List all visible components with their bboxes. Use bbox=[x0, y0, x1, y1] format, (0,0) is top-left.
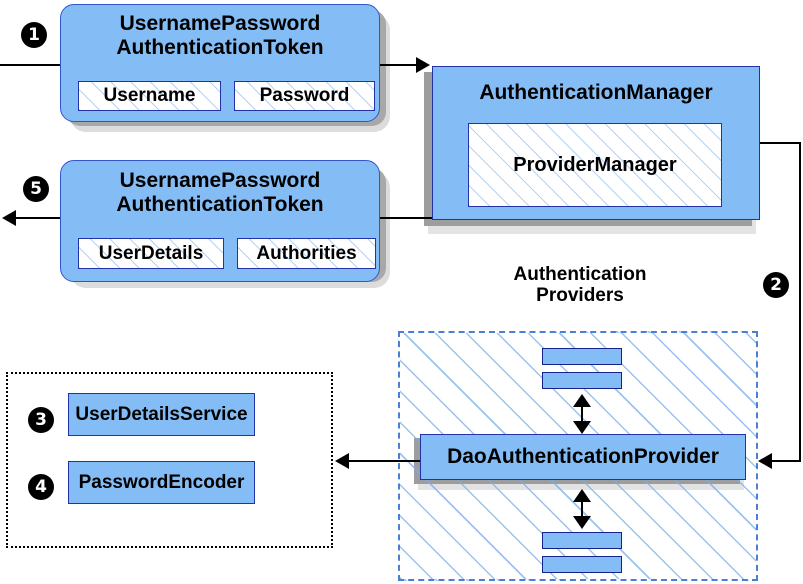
arrow-token-to-manager bbox=[416, 57, 430, 73]
userdetails-service-box[interactable]: UserDetailsService bbox=[68, 393, 255, 436]
response-token-field-authorities[interactable]: Authorities bbox=[237, 238, 376, 269]
connector-request-in bbox=[0, 64, 64, 66]
authentication-providers-title-line2: Providers bbox=[536, 285, 624, 307]
step-badge-2: 2 bbox=[763, 272, 789, 298]
response-token-title-line1: UsernamePassword bbox=[119, 169, 321, 192]
arrow-dao-to-support-services bbox=[335, 453, 349, 469]
provider-manager-label: ProviderManager bbox=[513, 153, 677, 176]
connector-manager-down bbox=[799, 142, 801, 461]
connector-dao-to-support-services bbox=[349, 460, 420, 462]
arrow-down-to-other-providers-bottom bbox=[573, 516, 591, 529]
other-provider-bar-bottom-1[interactable] bbox=[542, 532, 622, 549]
step-badge-4: 4 bbox=[28, 474, 54, 500]
response-token-field-authorities-label: Authorities bbox=[256, 242, 357, 264]
connector-manager-right-stub bbox=[760, 142, 801, 144]
other-provider-bar-bottom-2[interactable] bbox=[542, 556, 622, 573]
step-badge-3: 3 bbox=[28, 407, 54, 433]
password-encoder-label: PasswordEncoder bbox=[78, 471, 245, 493]
step-badge-1: 1 bbox=[21, 22, 47, 48]
connector-token-to-manager bbox=[380, 64, 419, 66]
dao-authentication-provider-box[interactable]: DaoAuthenticationProvider bbox=[420, 434, 746, 480]
authentication-manager-title: AuthenticationManager bbox=[479, 81, 713, 104]
connector-dao-to-providers-bottom bbox=[581, 496, 583, 521]
userdetails-service-label: UserDetailsService bbox=[75, 403, 248, 425]
other-provider-bar-top-1[interactable] bbox=[542, 348, 622, 365]
arrow-into-dao-provider bbox=[758, 453, 772, 469]
password-encoder-box[interactable]: PasswordEncoder bbox=[68, 461, 255, 504]
connector-into-dao-provider bbox=[770, 460, 801, 462]
request-token-field-username-label: Username bbox=[103, 85, 196, 106]
response-token-field-userdetails-label: UserDetails bbox=[98, 242, 204, 264]
other-provider-bar-top-2[interactable] bbox=[542, 372, 622, 389]
connector-manager-to-response-token bbox=[380, 217, 434, 219]
request-token-title-line2: AuthenticationToken bbox=[116, 35, 324, 59]
arrow-response-out bbox=[2, 210, 16, 226]
provider-manager-box[interactable]: ProviderManager bbox=[468, 123, 722, 207]
response-token-field-userdetails[interactable]: UserDetails bbox=[78, 238, 224, 269]
arrow-down-to-dao-top bbox=[573, 421, 591, 434]
response-token-title-line2: AuthenticationToken bbox=[116, 192, 324, 216]
arrow-up-to-dao-bottom bbox=[573, 489, 591, 502]
request-token-field-password[interactable]: Password bbox=[234, 81, 375, 111]
connector-response-out bbox=[16, 217, 66, 219]
arrow-up-to-other-providers-top bbox=[573, 394, 591, 407]
request-token-field-password-label: Password bbox=[259, 85, 350, 106]
authentication-providers-title-line1: Authentication bbox=[513, 264, 647, 285]
request-token-title-line1: UsernamePassword bbox=[119, 12, 321, 35]
request-token-field-username[interactable]: Username bbox=[78, 81, 221, 111]
dao-authentication-provider-label: DaoAuthenticationProvider bbox=[447, 445, 719, 468]
connector-dao-to-providers-top bbox=[581, 400, 583, 426]
authentication-providers-title: Authentication Providers bbox=[478, 264, 682, 307]
step-badge-5: 5 bbox=[23, 176, 49, 202]
